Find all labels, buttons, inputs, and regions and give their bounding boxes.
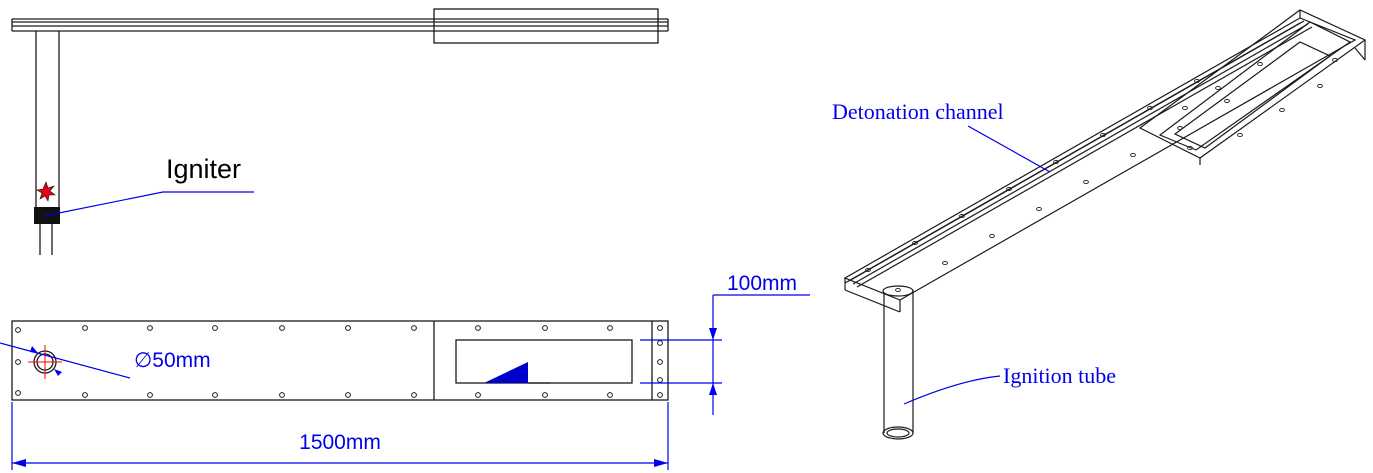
top-view bbox=[11, 320, 669, 401]
bolt-hole bbox=[475, 392, 481, 398]
bolt-hole bbox=[912, 240, 918, 246]
bolt-hole bbox=[212, 325, 218, 331]
bolt-hole bbox=[82, 392, 88, 398]
bolt-hole bbox=[345, 325, 351, 331]
bolt-hole bbox=[657, 325, 663, 331]
bolt-hole bbox=[1100, 132, 1106, 138]
bolt-hole bbox=[1215, 85, 1221, 91]
bolt-hole bbox=[1083, 179, 1089, 185]
bolt-hole bbox=[657, 340, 663, 346]
length-dimension bbox=[11, 402, 669, 470]
bolt-hole bbox=[279, 392, 285, 398]
bolt-hole bbox=[895, 287, 901, 293]
bolt-hole bbox=[82, 325, 88, 331]
bolt-hole bbox=[147, 325, 153, 331]
bolt-hole bbox=[942, 260, 948, 266]
height-dimension-label: 100mm bbox=[727, 272, 797, 295]
bolt-hole bbox=[411, 325, 417, 331]
bolt-hole bbox=[1130, 152, 1136, 158]
bolt-hole bbox=[411, 392, 417, 398]
bolt-hole bbox=[657, 377, 663, 383]
bolt-hole bbox=[475, 325, 481, 331]
detonation-channel-label: Detonation channel bbox=[832, 99, 1004, 124]
bolt-hole bbox=[1182, 105, 1188, 111]
bolt-hole bbox=[15, 390, 21, 396]
height-dimension bbox=[640, 294, 810, 415]
igniter-leader bbox=[43, 191, 254, 217]
bolt-hole bbox=[345, 392, 351, 398]
bolt-hole bbox=[1187, 145, 1193, 151]
isometric-bolt-holes bbox=[865, 57, 1338, 293]
bolt-hole bbox=[1036, 206, 1042, 212]
side-view bbox=[11, 8, 669, 255]
bolt-hole bbox=[959, 213, 965, 219]
bolt-hole bbox=[1224, 98, 1230, 104]
bolt-hole bbox=[542, 325, 548, 331]
diameter-leader bbox=[0, 342, 131, 379]
ignition-hole bbox=[28, 345, 62, 379]
wedge-obstacle bbox=[484, 362, 528, 383]
bolt-hole bbox=[657, 359, 663, 365]
bolt-hole bbox=[147, 392, 153, 398]
diameter-label: ∅50mm bbox=[134, 349, 211, 372]
igniter-spark-icon bbox=[36, 181, 56, 202]
bolt-hole bbox=[1279, 107, 1285, 113]
bolt-hole bbox=[607, 392, 613, 398]
bolt-hole bbox=[1006, 186, 1012, 192]
bolt-hole bbox=[212, 392, 218, 398]
bolt-hole bbox=[1317, 83, 1323, 89]
ignition-tube-label: Ignition tube bbox=[1003, 363, 1116, 388]
bolt-hole bbox=[865, 267, 871, 273]
detonation-channel-leader bbox=[967, 125, 1051, 173]
bolt-hole bbox=[15, 327, 21, 333]
isometric-view bbox=[843, 9, 1367, 440]
bolt-hole bbox=[1257, 61, 1263, 67]
bolt-hole bbox=[542, 392, 548, 398]
bolt-hole bbox=[1177, 125, 1183, 131]
bolt-hole bbox=[1147, 105, 1153, 111]
bolt-holes bbox=[15, 325, 663, 398]
length-dimension-label: 1500mm bbox=[299, 431, 381, 454]
ignition-tube-leader bbox=[903, 375, 1001, 405]
igniter-label: Igniter bbox=[166, 154, 241, 184]
bolt-hole bbox=[279, 325, 285, 331]
bolt-hole bbox=[607, 325, 613, 331]
bolt-hole bbox=[1237, 132, 1243, 138]
bolt-hole bbox=[1053, 159, 1059, 165]
bolt-hole bbox=[15, 359, 21, 365]
bolt-hole bbox=[989, 233, 995, 239]
bolt-hole bbox=[1194, 78, 1200, 84]
bolt-hole bbox=[657, 392, 663, 398]
bolt-hole bbox=[1332, 57, 1338, 63]
